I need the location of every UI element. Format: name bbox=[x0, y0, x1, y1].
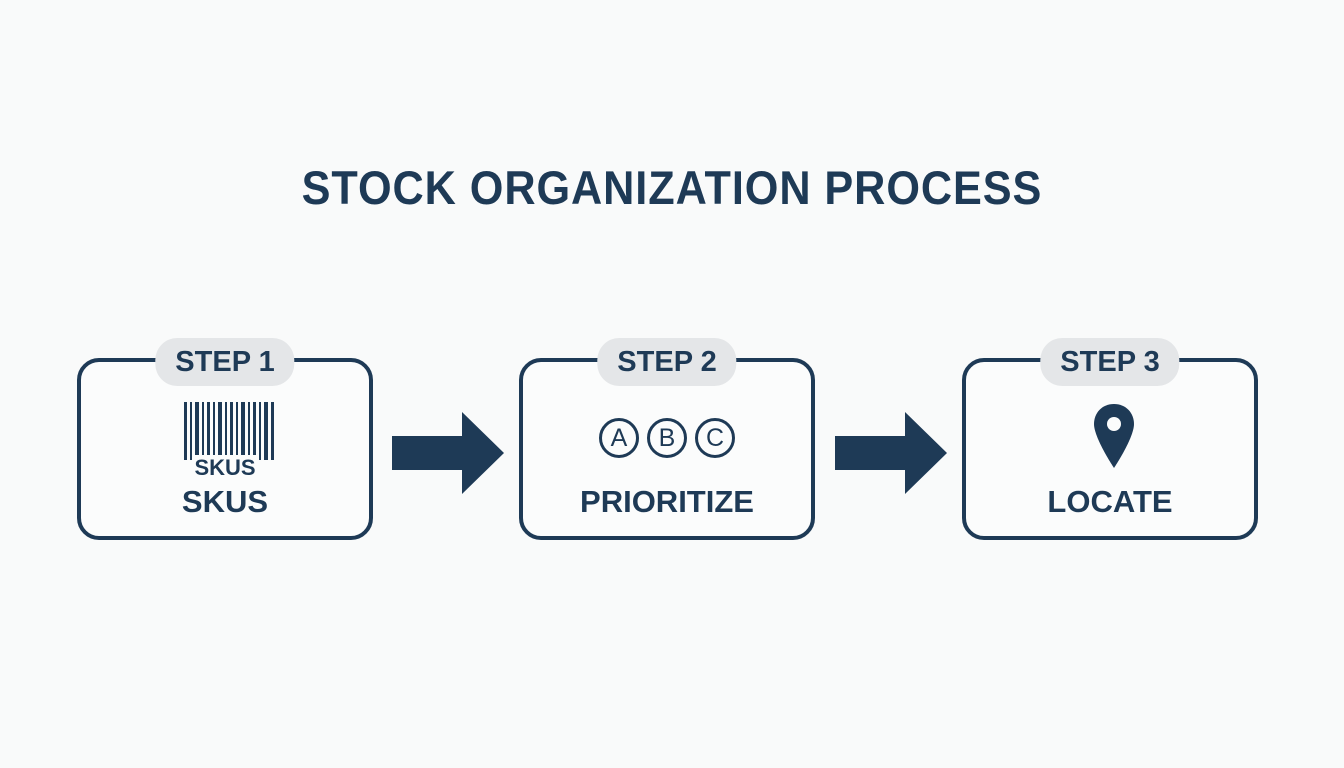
step-2-label: PRIORITIZE bbox=[580, 484, 754, 519]
letter-a-icon: A bbox=[599, 418, 639, 458]
arrow-right-icon bbox=[392, 412, 504, 494]
step-1-badge: STEP 1 bbox=[155, 338, 295, 386]
arrow-right-icon bbox=[835, 412, 947, 494]
diagram-title: STOCK ORGANIZATION PROCESS bbox=[301, 161, 1043, 214]
step-3-label: LOCATE bbox=[1047, 484, 1173, 519]
location-pin-icon bbox=[1094, 404, 1134, 468]
abc-circles-icon: A B C bbox=[523, 418, 811, 458]
step-1-box: STEP 1 SKUS SKUS bbox=[77, 338, 373, 540]
step-2-box: STEP 2 A B C PRIORITIZE bbox=[519, 338, 815, 540]
letter-c-icon: C bbox=[695, 418, 735, 458]
step-3-badge: STEP 3 bbox=[1040, 338, 1180, 386]
step-1-label: SKUS bbox=[181, 484, 269, 519]
step-2-badge: STEP 2 bbox=[597, 338, 737, 386]
letter-b-icon: B bbox=[647, 418, 687, 458]
barcode-caption: SKUS bbox=[192, 455, 258, 480]
barcode-icon bbox=[184, 402, 274, 460]
step-3-box: STEP 3 LOCATE bbox=[962, 338, 1258, 540]
